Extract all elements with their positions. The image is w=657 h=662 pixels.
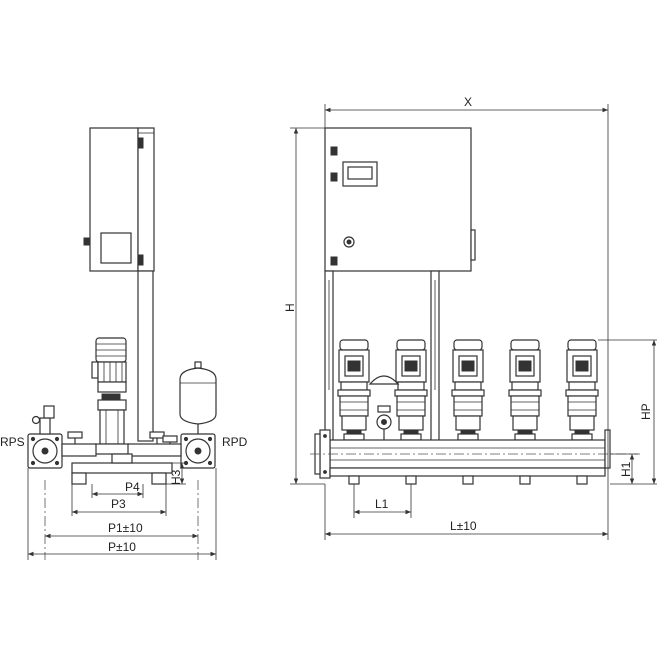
front-foot-5 bbox=[576, 475, 588, 485]
dim-hp: HP bbox=[639, 403, 653, 420]
front-pump-4 bbox=[508, 339, 542, 441]
front-pump-row bbox=[337, 339, 599, 441]
dim-p1: P1±10 bbox=[108, 521, 143, 535]
side-support-column bbox=[137, 270, 154, 442]
dim-x: X bbox=[464, 95, 472, 109]
side-suction-manifold bbox=[27, 405, 97, 469]
dim-p: P±10 bbox=[108, 540, 136, 554]
label-rpd: RPD bbox=[222, 435, 248, 449]
front-pump-5 bbox=[565, 339, 599, 441]
front-foot-3 bbox=[462, 475, 474, 485]
label-rps: RPS bbox=[0, 435, 25, 449]
side-pressure-vessel bbox=[179, 361, 217, 434]
front-pressure-vessel bbox=[368, 375, 400, 440]
side-view: RPS RPD P4 P3 P1±10 P±10 H3 bbox=[0, 127, 248, 560]
dim-h1: H1 bbox=[619, 461, 633, 477]
front-pump-1 bbox=[337, 339, 371, 441]
front-foot-1 bbox=[348, 475, 360, 485]
side-control-cabinet bbox=[83, 127, 155, 272]
front-control-cabinet bbox=[324, 127, 476, 272]
dim-h: H bbox=[283, 303, 297, 312]
front-foot-4 bbox=[519, 475, 531, 485]
front-pump-2 bbox=[394, 339, 428, 441]
dim-p3: P3 bbox=[111, 497, 126, 511]
front-base-frame bbox=[329, 467, 606, 485]
side-pump bbox=[91, 337, 130, 455]
dim-l: L±10 bbox=[450, 519, 477, 533]
front-pump-3 bbox=[451, 339, 485, 441]
dim-p4: P4 bbox=[125, 480, 140, 494]
side-dimensions: P4 P3 P1±10 P±10 H3 bbox=[27, 462, 217, 560]
front-view: X H HP H1 L1 L±10 bbox=[283, 95, 657, 540]
side-base-frame bbox=[71, 453, 173, 485]
dim-h3: H3 bbox=[169, 469, 183, 485]
front-dimensions: X H HP H1 L1 L±10 bbox=[283, 95, 657, 540]
front-feet bbox=[348, 475, 588, 485]
side-discharge-manifold bbox=[127, 431, 216, 469]
front-foot-2 bbox=[405, 475, 417, 485]
dim-l1: L1 bbox=[375, 497, 389, 511]
